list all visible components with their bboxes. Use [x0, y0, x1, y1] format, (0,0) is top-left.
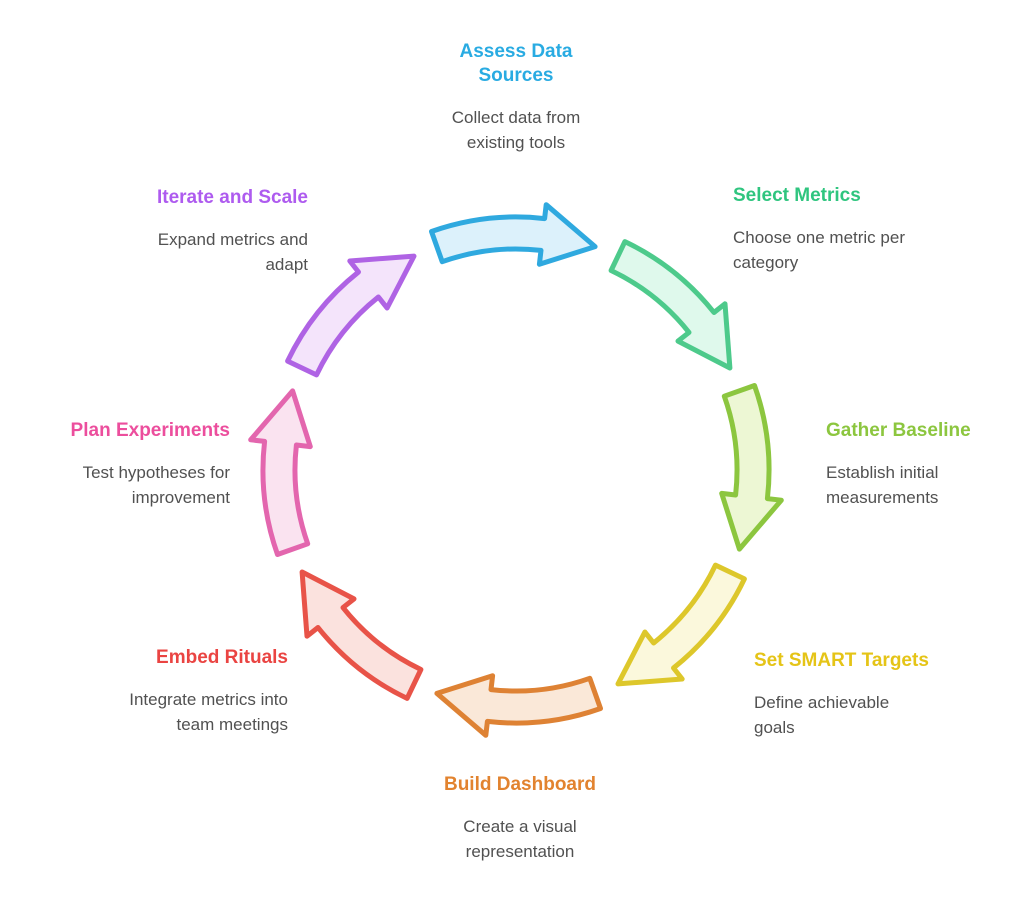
step-description-build-dashboard: Create a visual representation: [463, 816, 577, 861]
step-title-iterate-and-scale: Iterate and Scale: [156, 187, 308, 208]
arrow-iterate-to-assess: [285, 253, 417, 378]
step-description-embed-rituals: Integrate metrics into team meetings: [129, 689, 288, 734]
step-description-select-metrics: Choose one metric per category: [733, 227, 905, 272]
step-description-iterate-and-scale: Expand metrics and adapt: [157, 229, 308, 274]
arrow-select-to-gather: [608, 239, 733, 371]
arrow-experiments-to-iterate: [248, 388, 313, 557]
step-title-embed-rituals: Embed Rituals: [156, 647, 288, 668]
step-title-build-dashboard: Build Dashboard: [443, 774, 596, 795]
arrow-dashboard-to-rituals: [434, 673, 603, 738]
step-description-gather-baseline: Establish initial measurements: [826, 462, 939, 507]
step-title-assess-data-sources: Assess Data Sources: [459, 41, 573, 86]
step-gather-baseline: Gather Baseline Establish initial measur…: [826, 419, 1006, 510]
step-build-dashboard: Build Dashboard Create a visual represen…: [370, 773, 670, 864]
step-description-assess-data-sources: Collect data from existing tools: [451, 107, 581, 152]
arrow-rituals-to-experiments: [299, 569, 424, 701]
arrow-assess-to-select: [429, 202, 598, 267]
arrow-targets-to-dashboard: [615, 562, 747, 687]
step-set-smart-targets: Set SMART Targets Define achievable goal…: [754, 649, 994, 740]
step-iterate-and-scale: Iterate and Scale Expand metrics and ada…: [108, 186, 308, 277]
step-plan-experiments: Plan Experiments Test hypotheses for imp…: [30, 419, 230, 510]
step-title-plan-experiments: Plan Experiments: [70, 420, 230, 441]
arrow-gather-to-targets: [719, 383, 784, 552]
step-description-plan-experiments: Test hypotheses for improvement: [82, 462, 230, 507]
step-title-set-smart-targets: Set SMART Targets: [754, 650, 929, 671]
step-title-gather-baseline: Gather Baseline: [826, 420, 971, 441]
step-embed-rituals: Embed Rituals Integrate metrics into tea…: [88, 646, 288, 737]
step-assess-data-sources: Assess Data Sources Collect data from ex…: [366, 40, 666, 155]
step-select-metrics: Select Metrics Choose one metric per cat…: [733, 184, 973, 275]
step-title-select-metrics: Select Metrics: [733, 185, 861, 206]
step-description-set-smart-targets: Define achievable goals: [754, 692, 890, 737]
